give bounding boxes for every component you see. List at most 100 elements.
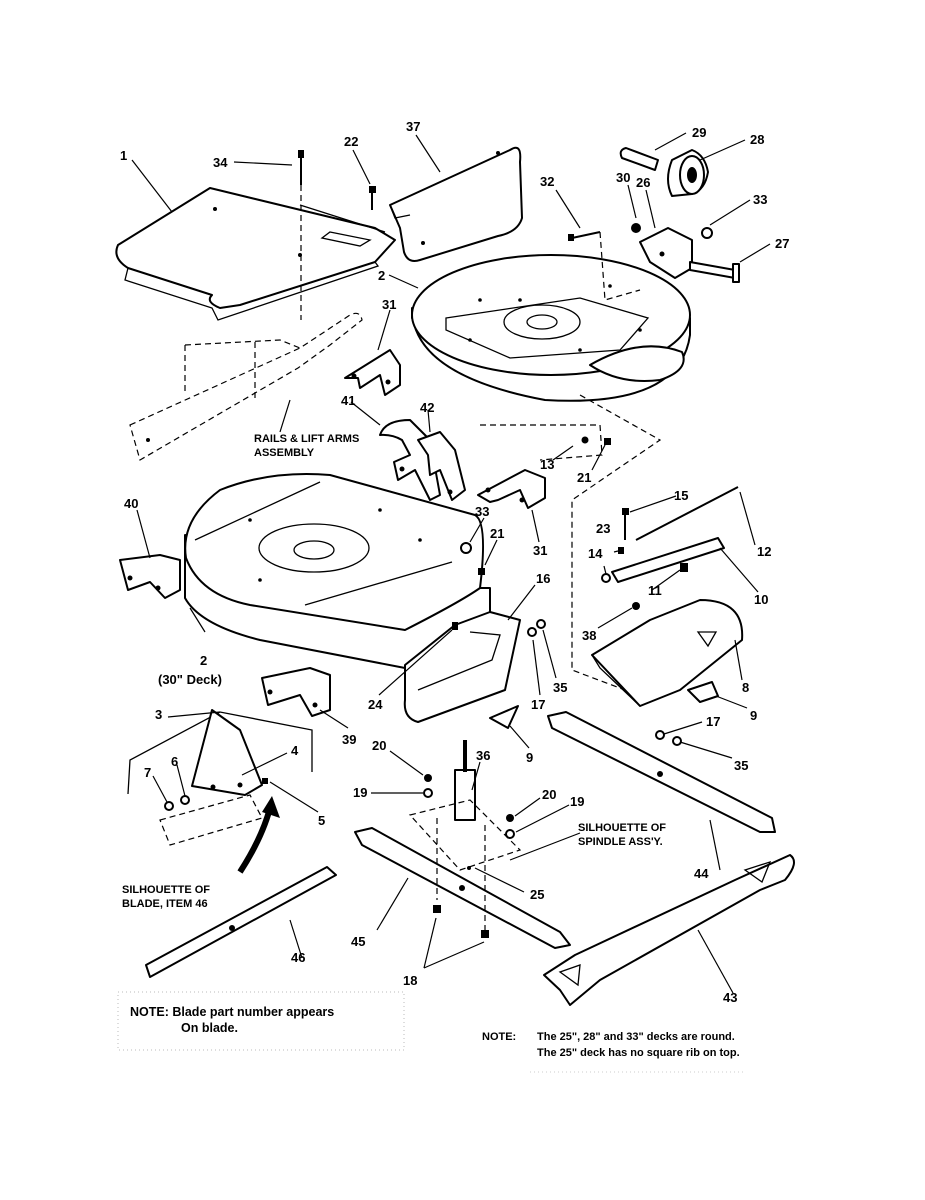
callout-24: 24 bbox=[368, 697, 383, 712]
callout-2-top: 2 bbox=[378, 268, 385, 283]
note1-line1: NOTE: Blade part number appears bbox=[130, 1005, 334, 1019]
callout-5: 5 bbox=[318, 813, 325, 828]
part-29-pin bbox=[619, 147, 659, 171]
part-28-roller bbox=[667, 149, 709, 197]
callout-17-right: 17 bbox=[706, 714, 720, 729]
part-31-bracket-lower bbox=[477, 469, 546, 509]
part-2-round-deck bbox=[411, 254, 691, 402]
label-30-inch-deck: (30" Deck) bbox=[158, 672, 222, 687]
callout-2-bottom: 2 bbox=[200, 653, 207, 668]
callout-35-left: 35 bbox=[553, 680, 567, 695]
callout-31-bottom: 31 bbox=[533, 543, 547, 558]
label-rails-line2: ASSEMBLY bbox=[254, 447, 315, 459]
part-42-bracket bbox=[417, 431, 466, 501]
part-8-mulch-cover bbox=[591, 599, 744, 707]
callout-35-right: 35 bbox=[734, 758, 748, 773]
part-37-discharge-cover bbox=[389, 146, 523, 262]
spindle-silhouette bbox=[408, 799, 522, 871]
callout-38: 38 bbox=[582, 628, 596, 643]
part-44-blade bbox=[547, 711, 776, 833]
callout-20-right: 20 bbox=[542, 787, 556, 802]
callout-37: 37 bbox=[406, 119, 420, 134]
callout-7: 7 bbox=[144, 765, 151, 780]
callout-numbers: 1 34 22 37 29 28 33 27 30 26 32 2 31 41 … bbox=[120, 119, 789, 1005]
label-spindle-silhouette-line1: SILHOUETTE OF bbox=[578, 822, 666, 834]
part-1-cover-plate bbox=[115, 187, 396, 321]
callout-11: 11 bbox=[648, 583, 662, 598]
note-blade-part-number: NOTE: Blade part number appears On blade… bbox=[117, 991, 405, 1051]
callout-12: 12 bbox=[757, 544, 771, 559]
callout-19-right: 19 bbox=[570, 794, 584, 809]
part-2-30-inch-deck bbox=[184, 473, 491, 669]
part-20-nut-right bbox=[506, 814, 514, 822]
callout-9-left: 9 bbox=[526, 750, 533, 765]
rails-lift-arms-assembly bbox=[129, 312, 363, 461]
part-21-bolt-upper bbox=[604, 438, 611, 445]
part-24-bolt bbox=[452, 622, 458, 630]
part-38-nut bbox=[632, 602, 640, 610]
callout-8: 8 bbox=[742, 680, 749, 695]
part-39-bracket bbox=[261, 667, 331, 717]
callout-15: 15 bbox=[674, 488, 688, 503]
callout-14: 14 bbox=[588, 546, 603, 561]
part-43-blade bbox=[543, 854, 795, 1006]
part-31-bracket-upper bbox=[344, 349, 401, 396]
callout-41: 41 bbox=[341, 393, 355, 408]
part-9-deflector bbox=[489, 705, 519, 729]
part-30-nut bbox=[631, 223, 641, 233]
callout-31-top: 31 bbox=[382, 297, 396, 312]
part-46-blade bbox=[145, 866, 337, 978]
note2-line1: The 25", 28" and 33" decks are round. bbox=[537, 1031, 735, 1043]
callout-3: 3 bbox=[155, 707, 162, 722]
callout-10: 10 bbox=[754, 592, 768, 607]
part-14-washer bbox=[601, 573, 611, 583]
part-17-washer-right bbox=[655, 730, 665, 740]
callout-39: 39 bbox=[342, 732, 356, 747]
callout-27: 27 bbox=[775, 236, 789, 251]
callout-29: 29 bbox=[692, 125, 706, 140]
part-45-blade bbox=[354, 827, 571, 949]
part-10-bar bbox=[611, 537, 725, 583]
callout-46: 46 bbox=[291, 950, 305, 965]
callout-1: 1 bbox=[120, 148, 127, 163]
callout-32: 32 bbox=[540, 174, 554, 189]
callout-42: 42 bbox=[420, 400, 434, 415]
callout-4: 4 bbox=[291, 743, 299, 758]
part-19-washer bbox=[423, 788, 433, 798]
callout-19-left: 19 bbox=[353, 785, 367, 800]
callout-23: 23 bbox=[596, 521, 610, 536]
part-3-blade-adapter-group bbox=[127, 709, 313, 846]
callout-6: 6 bbox=[171, 754, 178, 769]
part-34-long-bolt bbox=[298, 150, 304, 320]
callout-33-mid: 33 bbox=[475, 504, 489, 519]
note2-prefix: NOTE: bbox=[482, 1031, 516, 1043]
callout-25: 25 bbox=[530, 887, 544, 902]
callout-20-left: 20 bbox=[372, 738, 386, 753]
leader-lines bbox=[131, 132, 771, 994]
callout-16: 16 bbox=[536, 571, 550, 586]
part-12-rod bbox=[635, 486, 739, 541]
part-13-nut bbox=[581, 436, 589, 444]
callout-36: 36 bbox=[476, 748, 490, 763]
part-26-bracket bbox=[639, 227, 693, 279]
part-33-washer-lower bbox=[460, 542, 472, 554]
part-18-bolts bbox=[433, 818, 489, 938]
part-35-wingnut bbox=[536, 619, 546, 629]
part-27-bolt bbox=[689, 261, 740, 283]
part-15-bolt bbox=[622, 508, 629, 540]
callout-17-left: 17 bbox=[531, 697, 545, 712]
part-33-washer bbox=[701, 227, 713, 239]
diagram-labels: RAILS & LIFT ARMS ASSEMBLY (30" Deck) SI… bbox=[122, 433, 666, 910]
callout-28: 28 bbox=[750, 132, 764, 147]
callout-13: 13 bbox=[540, 457, 554, 472]
note1-line2: On blade. bbox=[181, 1021, 238, 1035]
label-blade-silhouette-line2: BLADE, ITEM 46 bbox=[122, 898, 208, 910]
part-19-washer-right bbox=[505, 829, 515, 839]
part-40-bracket bbox=[119, 554, 181, 599]
callout-43: 43 bbox=[723, 990, 737, 1005]
callout-26: 26 bbox=[636, 175, 650, 190]
callout-34: 34 bbox=[213, 155, 228, 170]
label-spindle-silhouette-line2: SPINDLE ASS'Y. bbox=[578, 836, 663, 848]
part-11-spring bbox=[680, 563, 688, 572]
